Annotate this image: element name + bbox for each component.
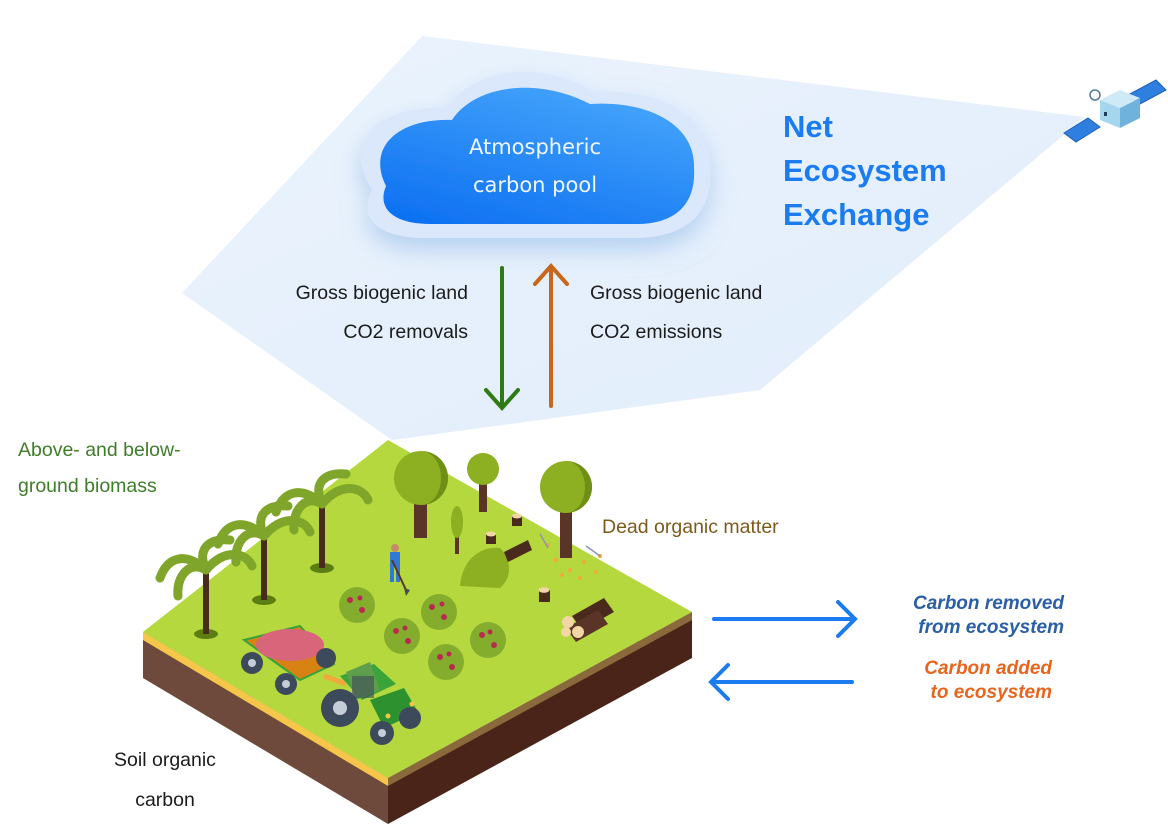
legend-added-line1: Carbon added <box>924 658 1052 679</box>
soc-line2: carbon <box>135 789 195 811</box>
nee-line3: Exchange <box>783 197 930 232</box>
palm-tree-icon <box>271 469 373 573</box>
emissions-arrow <box>533 262 569 408</box>
carbon-added-arrow <box>708 663 854 701</box>
removals-arrow <box>484 266 520 412</box>
tractor-icon <box>321 662 421 745</box>
bush-icon <box>428 644 464 680</box>
tree-stump-icon <box>512 513 522 526</box>
bush-icon <box>339 587 375 623</box>
farmer-icon <box>390 544 410 596</box>
net-ecosystem-exchange-label: Net Ecosystem Exchange <box>783 105 947 237</box>
tree-icon <box>467 453 499 512</box>
emissions-line1: Gross biogenic land <box>590 282 763 304</box>
tree-stump-icon <box>486 531 496 544</box>
legend-added-line2: to ecosystem <box>930 682 1052 703</box>
bush-icon <box>470 622 506 658</box>
satellite-icon <box>1063 79 1167 143</box>
fallen-log-icon <box>460 540 532 588</box>
atmospheric-carbon-pool-label: Atmospheric carbon pool <box>400 128 670 204</box>
carbon-removed-arrow <box>712 600 858 638</box>
nee-line2: Ecosystem <box>783 153 947 188</box>
bushes <box>339 587 506 680</box>
cloud-label-line2: carbon pool <box>472 173 598 197</box>
tree-stump-icon <box>538 587 550 602</box>
soil-organic-carbon-label: Soil organic carbon <box>88 740 242 820</box>
legend-carbon-removed: Carbon removed from ecosystem <box>868 592 1064 640</box>
dead-organic-matter <box>460 513 614 642</box>
cloud-label-line1: Atmospheric <box>468 135 602 159</box>
emissions-label: Gross biogenic land CO2 emissions <box>590 274 762 352</box>
bush-icon <box>421 594 457 630</box>
removals-label: Gross biogenic land CO2 removals <box>228 274 468 352</box>
nee-line1: Net <box>783 109 833 144</box>
bush-icon <box>384 618 420 654</box>
soc-line1: Soil organic <box>114 749 216 771</box>
leaf-litter-icon <box>539 533 602 580</box>
removals-line1: Gross biogenic land <box>295 282 468 304</box>
tree-icon <box>540 461 592 558</box>
cloud-icon <box>360 71 711 238</box>
removals-line2: CO2 removals <box>343 321 468 343</box>
round-trees <box>394 451 592 558</box>
legend-removed-line2: from ecosystem <box>918 617 1064 638</box>
biomass-line2: ground biomass <box>18 475 157 497</box>
legend-removed-line1: Carbon removed <box>913 593 1064 614</box>
trailer-icon <box>241 624 347 695</box>
emissions-line2: CO2 emissions <box>590 321 723 343</box>
dead-organic-matter-label: Dead organic matter <box>602 516 779 538</box>
palm-trees <box>155 469 373 639</box>
log-pile-icon <box>561 598 614 642</box>
biomass-label: Above- and below- ground biomass <box>18 432 181 504</box>
tree-icon <box>394 451 448 538</box>
tree-icon <box>451 506 463 554</box>
legend-carbon-added: Carbon added to ecosystem <box>868 657 1052 705</box>
biomass-line1: Above- and below- <box>18 439 181 461</box>
